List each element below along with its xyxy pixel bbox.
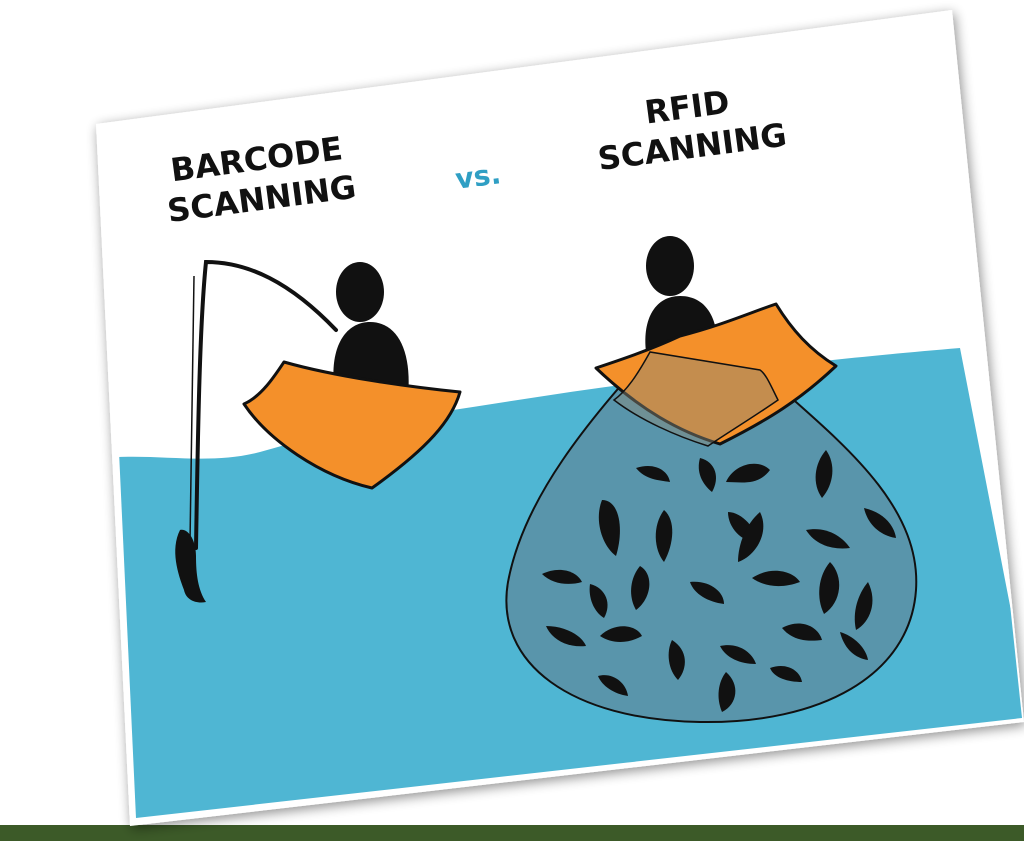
net-fish-icon (854, 582, 873, 630)
left-boat-icon (242, 360, 462, 490)
net-fish-icon (840, 632, 868, 660)
net-fish-icon (815, 450, 833, 498)
caught-fish-icon (175, 529, 206, 603)
net-fish-icon (542, 569, 582, 584)
fishing-net-boat-icon (505, 236, 918, 724)
net-fish-icon (668, 640, 685, 680)
net-fish-icon (690, 581, 724, 604)
vs-label: vs. (453, 157, 502, 196)
net-fish-icon (726, 463, 770, 483)
net-fish-icon (698, 458, 716, 492)
rfid-operator-head-icon (646, 236, 694, 296)
net-fish-icon (600, 626, 642, 642)
net-overlay (612, 351, 779, 447)
net-fish-icon (720, 645, 756, 664)
net-fish-icon (631, 566, 650, 610)
net-fish-icon (598, 675, 628, 696)
net-fish-icon (738, 512, 764, 562)
fishing-rod-boat-icon (175, 259, 462, 603)
footer-bar (0, 825, 1024, 841)
net-fish-icon (770, 665, 802, 682)
net-fish-icon (864, 508, 896, 538)
net-fish-icon (655, 510, 673, 562)
net-fish-icon (718, 672, 736, 712)
net-fish-icon (636, 465, 670, 482)
net-fish-icon (752, 570, 800, 587)
netted-fish-icons (542, 450, 896, 712)
net-fish-icon (546, 626, 586, 647)
net-fish-icon (782, 623, 822, 641)
fishing-rod (194, 259, 338, 550)
fisherman-head-icon (336, 262, 384, 322)
net-fish-icon (598, 500, 620, 556)
net-fish-icon (806, 529, 850, 549)
net-fish-icon (819, 562, 840, 614)
net-fish-icon (589, 584, 608, 618)
right-boat-icon (594, 302, 838, 446)
